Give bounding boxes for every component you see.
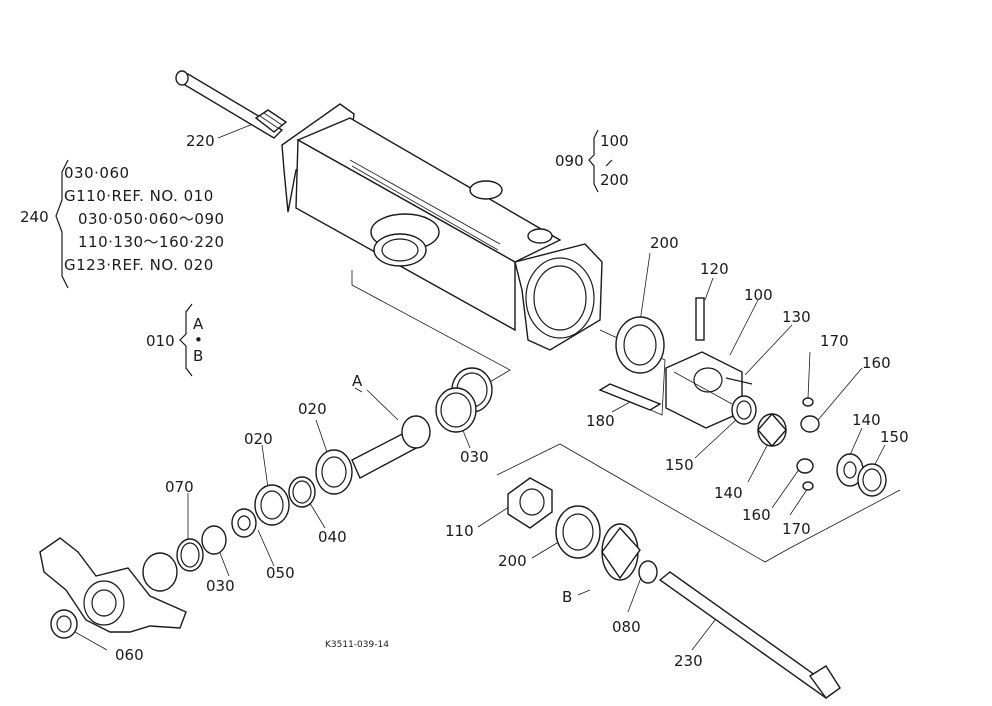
label-230: 230 <box>674 652 703 670</box>
bracket-010 <box>179 303 193 377</box>
axle-housing <box>281 103 603 351</box>
label-030-upper: 030 <box>460 448 489 466</box>
group-240-line-3: 030·050·060～090 <box>78 210 225 228</box>
knuckle-bracket <box>39 537 187 639</box>
label-040: 040 <box>318 528 347 546</box>
label-170-top: 170 <box>820 332 849 350</box>
label-240: 240 <box>20 208 49 226</box>
figure-code: K3511-039-14 <box>325 640 389 650</box>
group-240-line-5: G123·REF. NO. 020 <box>64 256 214 274</box>
label-030-lower: 030 <box>206 577 235 595</box>
label-050: 050 <box>266 564 295 582</box>
label-090: 090 <box>555 152 584 170</box>
group-240-line-4: 110·130～160·220 <box>78 233 225 251</box>
pinion-shaft-assembly <box>142 367 493 592</box>
label-020-lower: 020 <box>244 430 273 448</box>
label-120: 120 <box>700 260 729 278</box>
label-100: 100 <box>744 286 773 304</box>
axle-shaft-220 <box>175 70 288 139</box>
pinion-gears-right <box>731 395 887 497</box>
label-160-bottom: 160 <box>742 506 771 524</box>
label-sub-a: A <box>193 315 204 333</box>
label-sub-b: B <box>193 347 203 365</box>
bracket-090 <box>588 129 613 193</box>
group-240-line-1: 030·060 <box>64 164 130 182</box>
label-140-right: 140 <box>852 411 881 429</box>
label-160-top: 160 <box>862 354 891 372</box>
group-240-line-2: G110·REF. NO. 010 <box>64 187 214 205</box>
label-080: 080 <box>612 618 641 636</box>
label-sub-dot: • <box>194 331 203 349</box>
label-180: 180 <box>586 412 615 430</box>
label-100-top: 100 <box>600 132 629 150</box>
group-240-list: 030·060 G110·REF. NO. 010 030·050·060～09… <box>64 164 225 274</box>
label-marker-a: A <box>352 372 363 390</box>
label-070: 070 <box>165 478 194 496</box>
label-marker-b: B <box>562 588 572 606</box>
label-060: 060 <box>115 646 144 664</box>
label-140-left: 140 <box>714 484 743 502</box>
differential-lower <box>507 477 841 699</box>
label-170-bottom: 170 <box>782 520 811 538</box>
label-010: 010 <box>146 332 175 350</box>
label-110: 110 <box>445 522 474 540</box>
label-020-upper: 020 <box>298 400 327 418</box>
label-130: 130 <box>782 308 811 326</box>
oil-seal-200 <box>615 316 665 374</box>
label-200-lower: 200 <box>498 552 527 570</box>
callout-labels: 220 090 100 200 200 120 100 130 170 160 … <box>20 132 909 670</box>
label-150-right: 150 <box>880 428 909 446</box>
label-200-seal: 200 <box>650 234 679 252</box>
label-220: 220 <box>186 132 215 150</box>
bracket-240 <box>55 159 69 289</box>
label-150-left: 150 <box>665 456 694 474</box>
label-200-top: 200 <box>600 171 629 189</box>
